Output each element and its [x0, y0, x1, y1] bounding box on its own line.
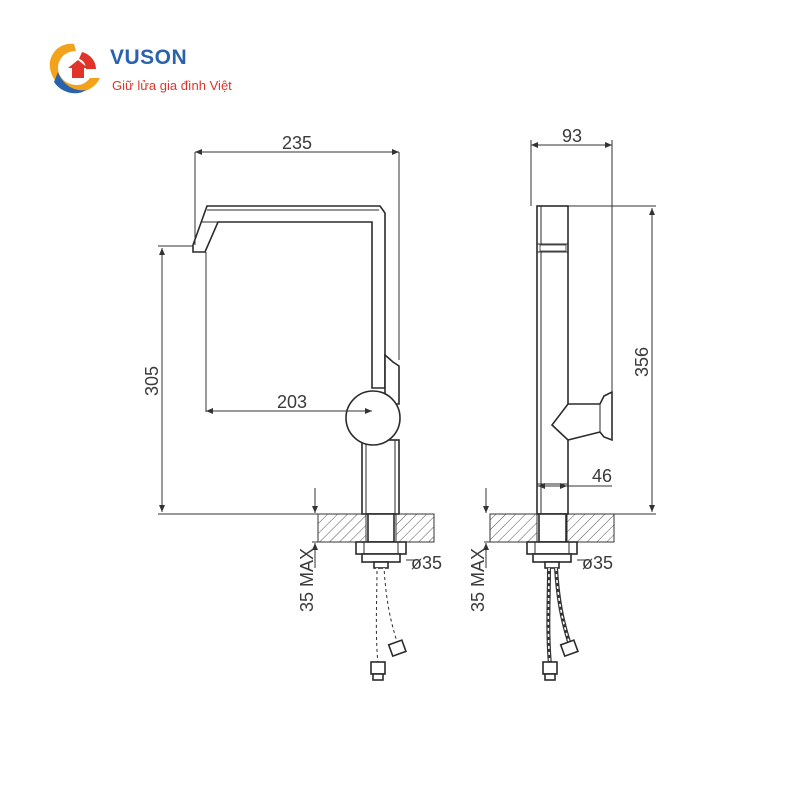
front-diameter-label: ø35 — [411, 553, 442, 573]
brand-name: VUSON — [110, 46, 188, 69]
front-width-label: 235 — [282, 133, 312, 153]
front-body — [361, 439, 400, 515]
side-max-label: 35 MAX — [468, 548, 488, 612]
brand-logo: VUSON Giữ lửa gia đình Việt — [44, 38, 284, 102]
front-spout — [192, 205, 386, 389]
front-max-label: 35 MAX — [297, 548, 317, 612]
front-height-label: 305 — [142, 366, 162, 396]
side-handle — [550, 390, 613, 442]
side-base-label: 46 — [592, 466, 612, 486]
side-view: 93 356 46 ø35 35 MAX — [468, 126, 656, 681]
brand-tagline: Giữ lửa gia đình Việt — [112, 78, 232, 93]
front-handle — [345, 390, 401, 446]
side-height-label: 356 — [632, 347, 652, 377]
brand-mark-icon — [49, 43, 100, 94]
side-spout — [536, 205, 569, 515]
front-reach-label: 203 — [277, 392, 307, 412]
front-hoses — [370, 567, 407, 681]
side-hoses — [542, 567, 579, 681]
front-view: 235 305 203 ø35 35 MAX — [142, 133, 442, 681]
side-diameter-label: ø35 — [582, 553, 613, 573]
side-width-label: 93 — [562, 126, 582, 146]
